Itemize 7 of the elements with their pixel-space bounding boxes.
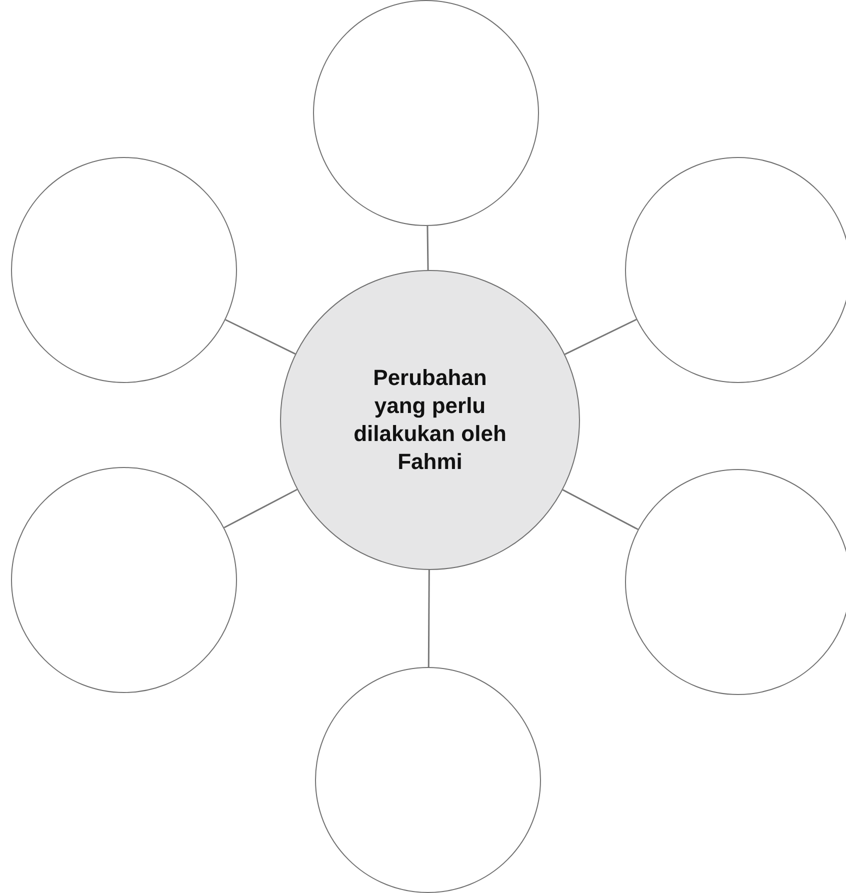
connector-line <box>562 489 638 530</box>
connector-line <box>224 488 298 528</box>
connector-line <box>426 226 429 270</box>
connector-line <box>428 570 430 667</box>
connector-line <box>225 319 296 355</box>
connector-line <box>564 318 637 355</box>
topic-text: Perubahan yang perlu dilakukan oleh Fahmi <box>352 364 508 476</box>
